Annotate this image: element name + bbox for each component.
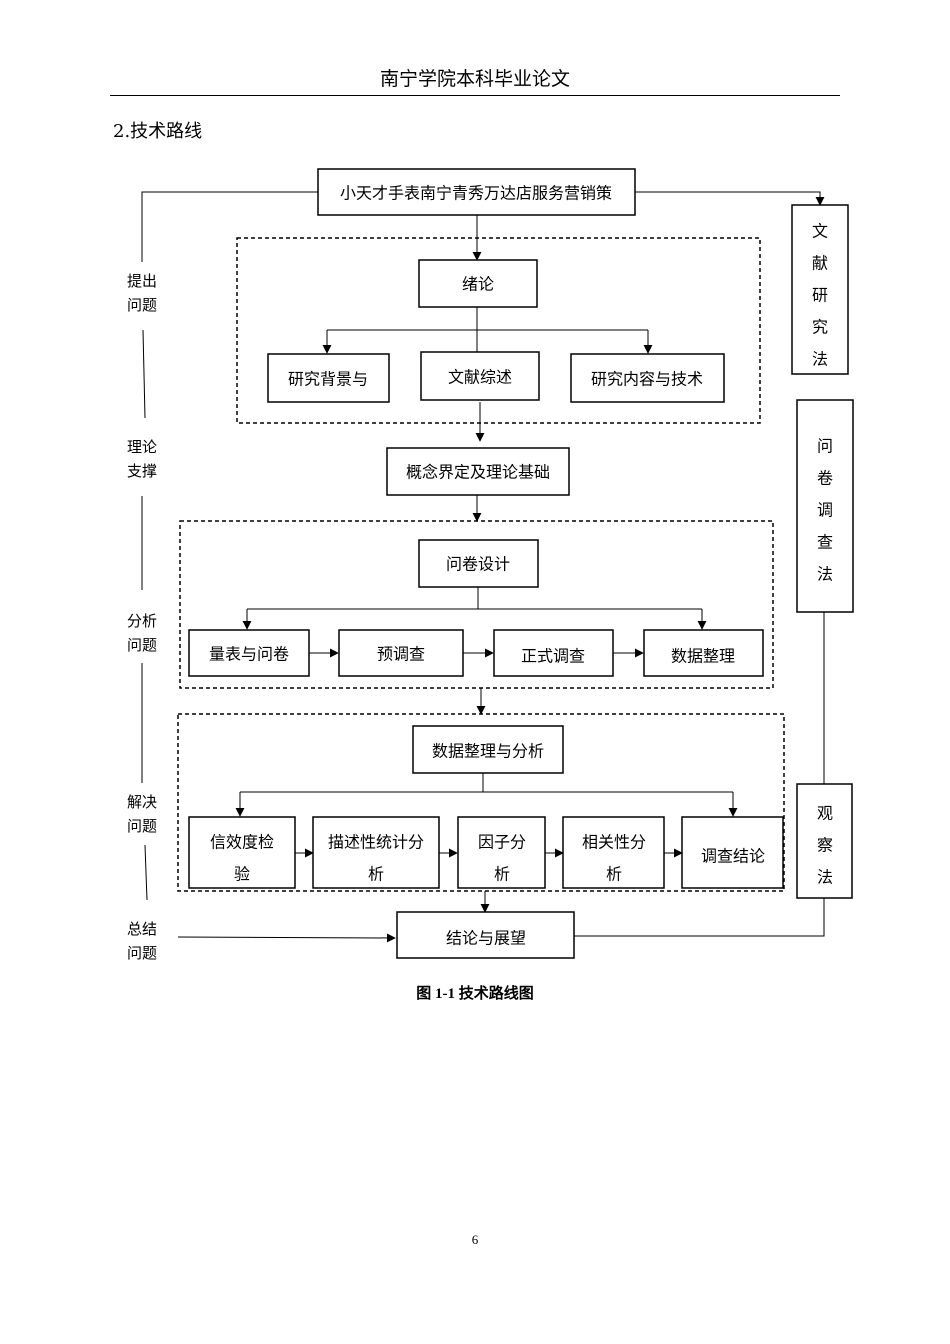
stage-5-l2: 问题 [127,944,157,962]
box-pretest [338,629,464,677]
conclusion-label: 结论与展望 [446,929,526,948]
method-literature-c2: 献 [812,254,828,273]
box-formal-survey [493,629,614,677]
method-observation-c3: 法 [817,868,833,887]
box-data-organize [643,629,764,677]
intro-group-frame [236,237,761,424]
stage-5-l1: 总结 [127,920,157,938]
analysis-descriptive-l1: 描述性统计分 [328,833,424,852]
arrow-summary-to-conclusion [177,933,396,943]
analysis-reliability-l1: 信效度检 [210,833,274,852]
connector-observe-to-conclusion [574,898,825,937]
intro-item-literature: 文献综述 [448,368,512,387]
analysis-findings: 调查结论 [701,847,765,866]
method-questionnaire-c1: 问 [817,437,833,456]
box-method-observation [796,783,853,899]
section-title: 2.技术路线 [113,121,203,142]
box-reliability [188,816,296,889]
box-survey-design [418,539,539,588]
figure-caption: 图 1-1 技术路线图 [416,986,534,1002]
method-questionnaire-c2: 卷 [817,469,833,488]
method-literature-c1: 文 [812,222,828,241]
stage-4-l1: 解决 [127,793,157,811]
survey-step-pretest: 预调查 [377,645,425,664]
box-background [267,353,390,403]
box-method-questionnaire [796,399,854,613]
stage-3-l1: 分析 [127,612,157,630]
method-literature-c3: 研 [812,286,828,305]
page-number: 6 [471,1232,479,1247]
intro-item-background: 研究背景与 [288,370,368,389]
method-observation-c2: 察 [817,836,833,855]
stage-line-1 [142,329,146,419]
intro-item-research: 研究内容与技术 [591,370,703,389]
box-findings [681,816,784,889]
method-questionnaire-c3: 调 [817,501,833,520]
method-observation-c1: 观 [817,804,833,823]
box-descriptive [312,816,440,889]
connector-top-left [141,191,318,262]
method-questionnaire-c4: 查 [817,533,833,552]
intro-title: 绪论 [462,275,494,294]
running-header: 南宁学院本科毕业论文 [379,68,570,90]
box-theory [386,447,570,496]
box-research-content [570,353,725,403]
box-scale [188,629,310,677]
analysis-title: 数据整理与分析 [432,742,544,761]
analysis-descriptive-l2: 析 [368,865,384,884]
survey-step-formal: 正式调查 [521,647,585,666]
arrow-top-to-literature [635,191,825,206]
box-correlation [562,816,665,889]
box-factor [457,816,546,889]
analysis-reliability-l2: 验 [234,865,250,884]
box-top [317,168,636,216]
stage-4-l2: 问题 [127,817,157,835]
analysis-correlation-l1: 相关性分 [582,833,646,852]
top-box-label: 小天才手表南宁青秀万达店服务营销策 [340,184,612,203]
survey-step-data: 数据整理 [671,647,735,666]
method-literature-c4: 究 [812,318,828,337]
analysis-correlation-l2: 析 [606,865,622,884]
box-intro [418,259,538,308]
method-questionnaire-c5: 法 [817,565,833,584]
box-method-literature [791,204,849,375]
stage-2-l1: 理论 [127,438,157,456]
stage-3-l2: 问题 [127,636,157,654]
analysis-factor-l2: 析 [494,865,510,884]
survey-step-scale: 量表与问卷 [209,645,289,664]
method-literature-c5: 法 [812,350,828,369]
box-conclusion [396,911,575,959]
box-literature-review [420,351,540,401]
box-data-analysis [412,725,564,774]
header-rule [110,95,840,96]
stage-2-l2: 支撑 [127,462,157,480]
stage-1-l1: 提出 [127,272,157,290]
stage-line-4 [144,844,148,901]
stage-1-l2: 问题 [127,296,157,314]
theory-label: 概念界定及理论基础 [406,463,550,482]
survey-title: 问卷设计 [446,555,510,574]
analysis-factor-l1: 因子分 [478,833,526,852]
